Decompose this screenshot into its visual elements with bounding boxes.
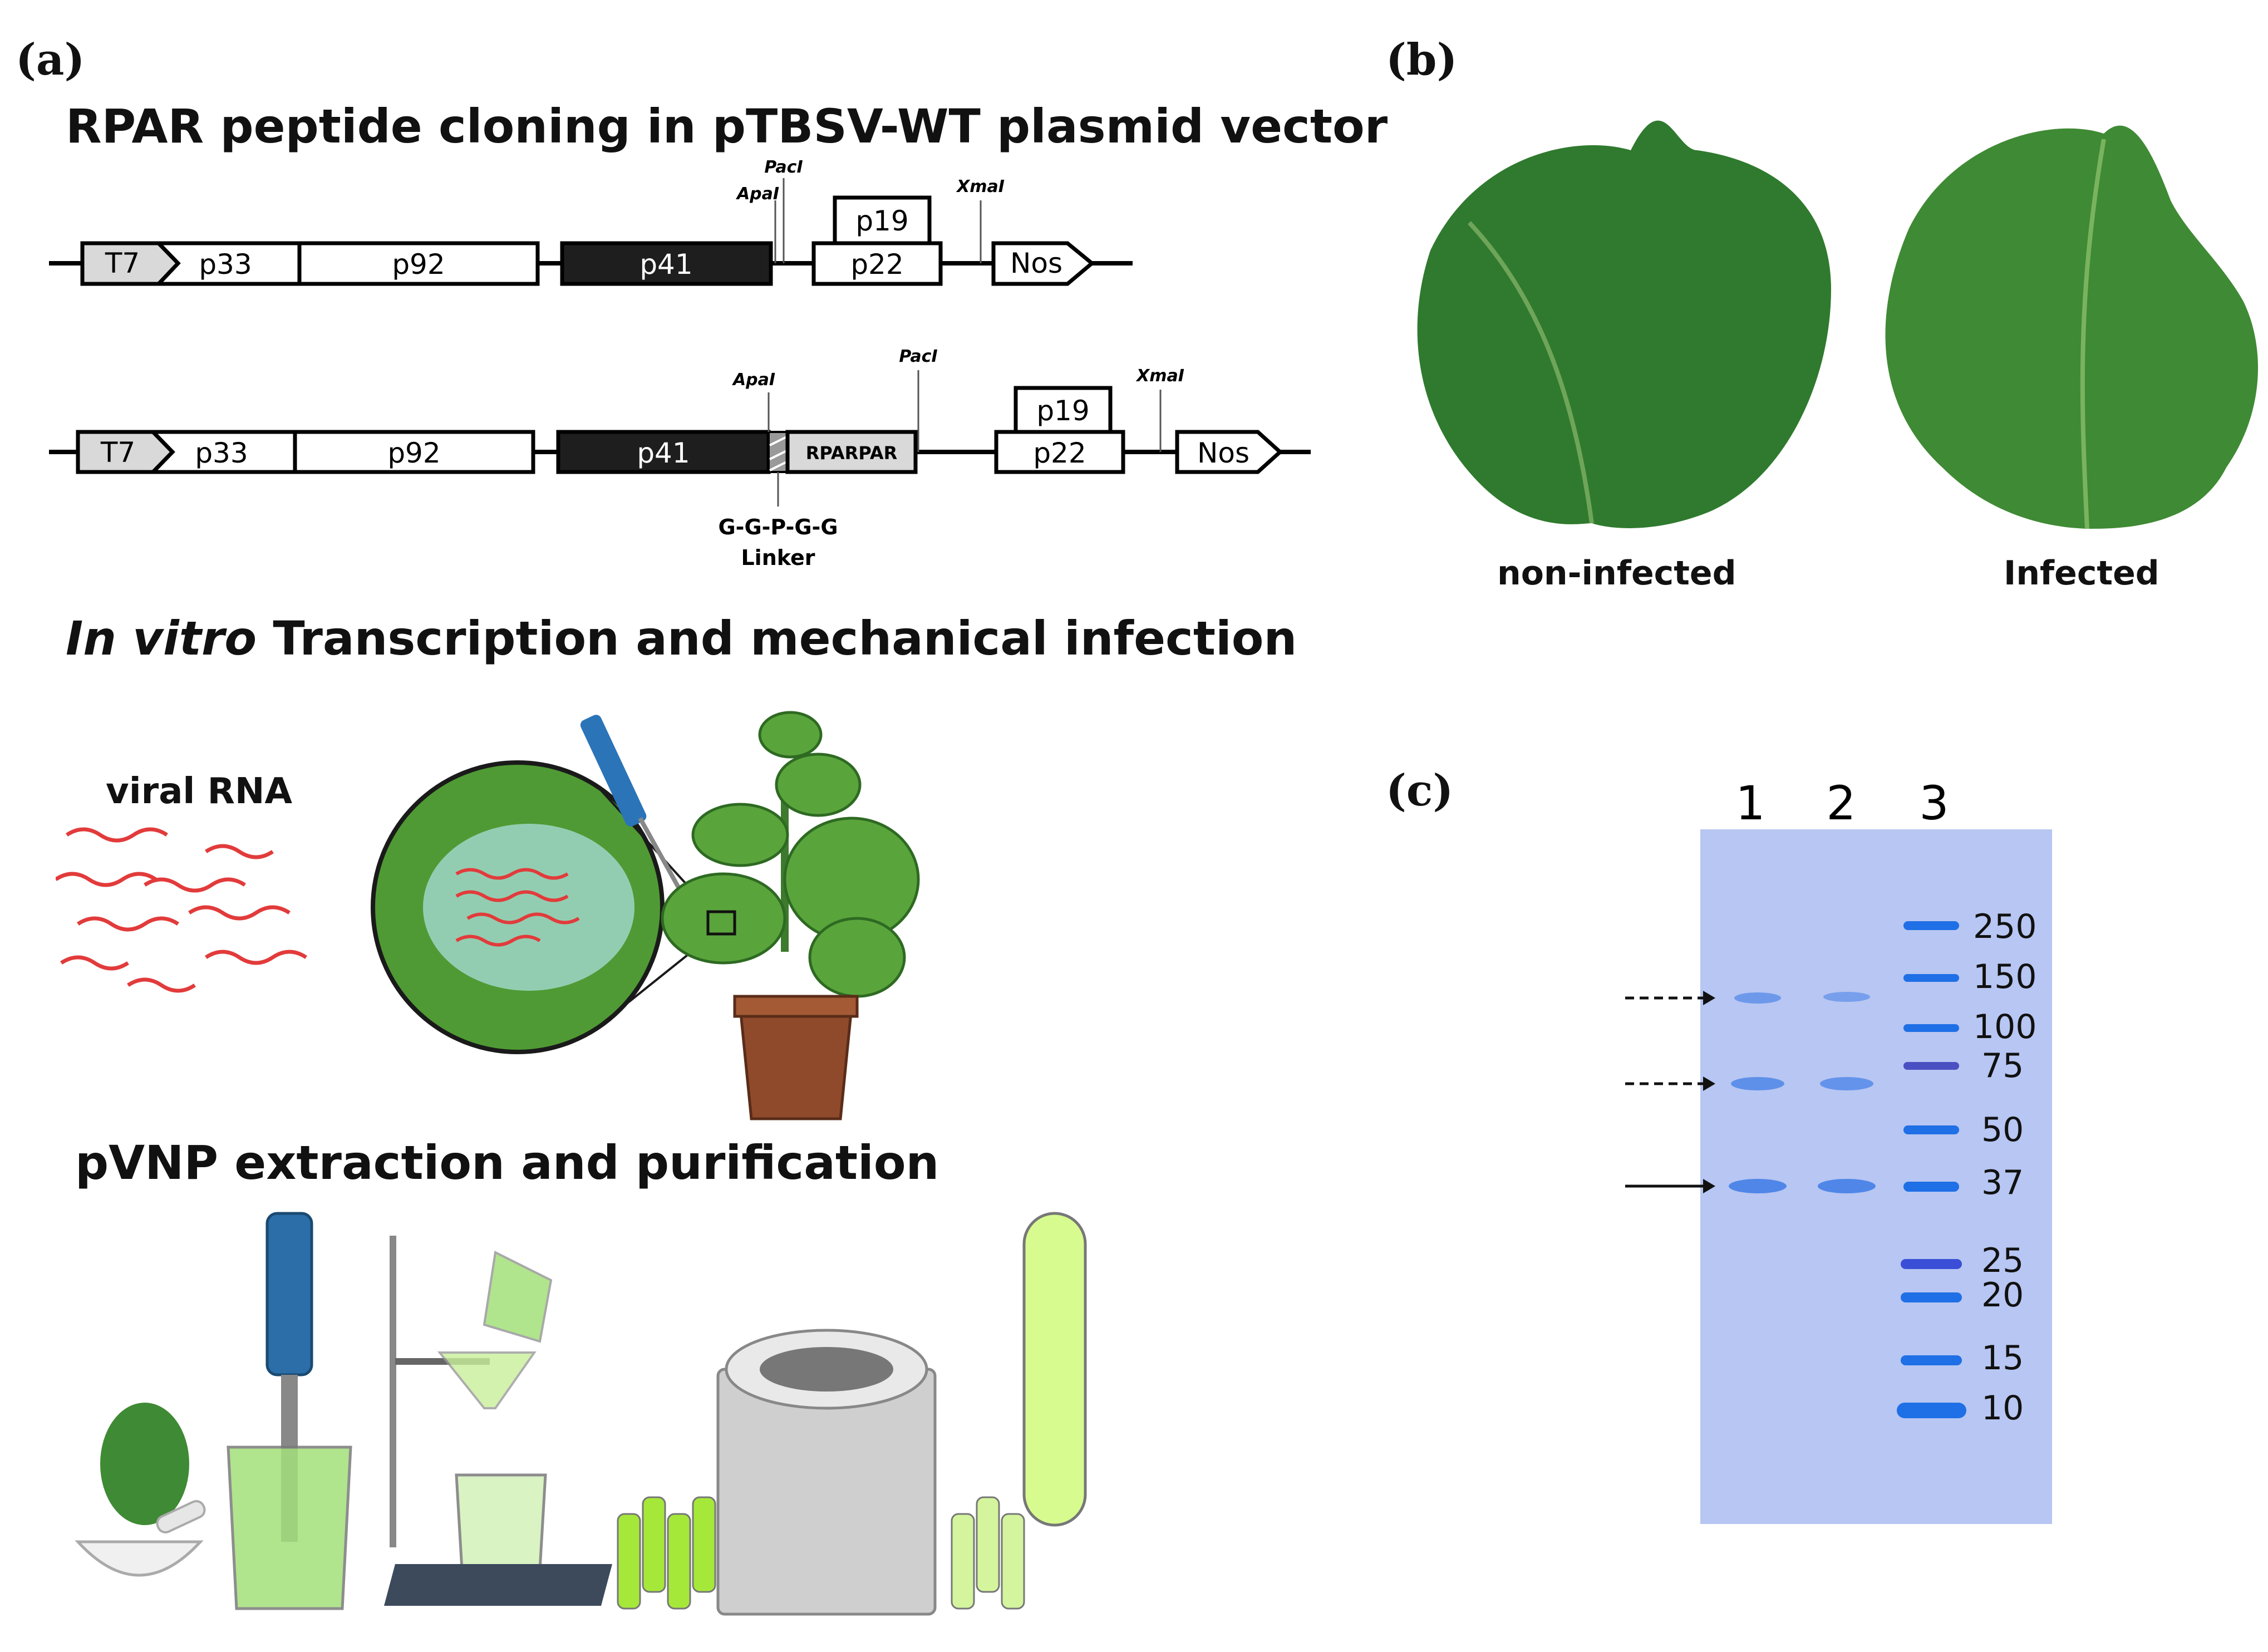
funnel-icon — [437, 1351, 537, 1409]
paci-site-label: PacI — [899, 347, 937, 366]
ladder-75: 75 — [1981, 1046, 2024, 1085]
p92-label: p92 — [387, 437, 440, 469]
ladder-25: 25 — [1981, 1241, 2024, 1280]
lane2-band-middle — [1820, 1077, 1873, 1090]
p41-label: p41 — [637, 437, 690, 469]
leaf-icon — [100, 1403, 189, 1525]
rparpar-box — [785, 430, 918, 474]
infected-caption: Infected — [2004, 554, 2159, 593]
ultracentrifuge-tube-icon — [1022, 1212, 1087, 1527]
ladder-100: 100 — [1973, 1007, 2037, 1046]
homogenizer-icon — [265, 1212, 313, 1376]
p92-box — [293, 430, 535, 474]
p33-label: p33 — [195, 437, 248, 469]
panel-c-label: (c) — [1386, 765, 1454, 816]
leaf-photos — [1417, 120, 2259, 529]
linker-label: Linker — [741, 545, 815, 570]
pouring-beaker-icon — [483, 1250, 553, 1343]
p41-label: p41 — [639, 248, 692, 281]
p92-box — [297, 241, 540, 286]
ladder-50: 50 — [1981, 1110, 2024, 1149]
lane-3-label: 3 — [1919, 779, 1949, 830]
nos-label: Nos — [1197, 437, 1249, 469]
tubes-left — [617, 1496, 716, 1610]
p19-box — [833, 195, 932, 245]
nos-terminator — [991, 241, 1095, 286]
lane2-band-upper — [1823, 992, 1870, 1002]
p22-box — [811, 241, 943, 286]
xmai-site-label: XmaI — [1135, 366, 1184, 386]
lane-1-label: 1 — [1735, 779, 1765, 830]
construct-wt: T7 p33 p92 p41 p22 p19 Nos PacI ApaI Xma… — [49, 158, 1133, 286]
plasmid-constructs: T7 p33 p92 p41 p22 p19 Nos PacI ApaI Xma… — [49, 158, 1311, 570]
apai-site-label: ApaI — [736, 184, 779, 204]
p22-label: p22 — [850, 248, 903, 281]
mortar-icon — [75, 1540, 204, 1577]
p41-box — [560, 241, 773, 286]
non-infected-caption: non-infected — [1497, 554, 1736, 593]
t7-label: T7 — [105, 247, 140, 279]
non-infected-leaf — [1417, 120, 1831, 528]
ladder-bands — [1897, 921, 1966, 1418]
lane1-band-middle — [1731, 1077, 1784, 1090]
cloning-title: RPAR peptide cloning in pTBSV-WT plasmid… — [66, 99, 1388, 154]
panel-b-label: (b) — [1386, 35, 1458, 85]
xmai-site-label: XmaI — [956, 177, 1005, 196]
collection-beaker-icon — [455, 1473, 547, 1571]
p22-box — [994, 430, 1125, 474]
sds-page-gel: 1 2 3 250 150 100 75 50 37 25 20 15 10 — [1625, 779, 2052, 1524]
nos-label: Nos — [1010, 247, 1062, 279]
tubes-right — [951, 1496, 1025, 1610]
construct-rpar: T7 p33 p92 p41 RPARPAR p19 p22 Nos ApaI … — [49, 347, 1311, 570]
rparpar-label: RPARPAR — [806, 442, 897, 464]
nos-terminator — [1175, 430, 1283, 474]
panel-a-label: (a) — [16, 35, 85, 85]
p33-box — [154, 241, 302, 286]
gel-background — [1700, 829, 2052, 1524]
p33-box — [148, 430, 297, 474]
p19-label: p19 — [855, 205, 908, 237]
plant-pot — [739, 1006, 853, 1120]
infected-leaf — [1885, 125, 2259, 529]
viral-rna-label: viral RNA — [106, 771, 292, 812]
ladder-10: 10 — [1981, 1389, 2024, 1428]
p22-label: p22 — [1033, 437, 1086, 469]
p92-label: p92 — [392, 248, 445, 281]
ladder-150: 150 — [1973, 957, 2037, 996]
infection-illustration — [371, 711, 920, 1120]
beaker-icon — [227, 1446, 352, 1610]
lane1-band-upper — [1734, 992, 1781, 1004]
ladder-250: 250 — [1973, 907, 2037, 946]
stand-base — [384, 1564, 612, 1606]
extraction-title: pVNP extraction and purification — [75, 1135, 939, 1190]
apai-site-label: ApaI — [732, 370, 775, 390]
paci-site-label: PacI — [764, 158, 803, 177]
lane1-band-cp — [1729, 1179, 1787, 1193]
ladder-20: 20 — [1981, 1276, 2024, 1315]
t7-label: T7 — [100, 436, 135, 469]
p33-label: p33 — [199, 248, 252, 281]
lane-2-label: 2 — [1826, 779, 1856, 830]
extraction-illustration — [75, 1212, 1087, 1616]
transcription-title: In vitro Transcription and mechanical in… — [66, 611, 1297, 666]
lane2-band-cp — [1818, 1179, 1876, 1193]
ladder-15: 15 — [1981, 1339, 2024, 1378]
viral-rna-strands — [56, 827, 307, 993]
p19-label: p19 — [1036, 395, 1089, 427]
linker-sequence: G-G-P-G-G — [718, 515, 838, 539]
ladder-37: 37 — [1981, 1163, 2024, 1202]
